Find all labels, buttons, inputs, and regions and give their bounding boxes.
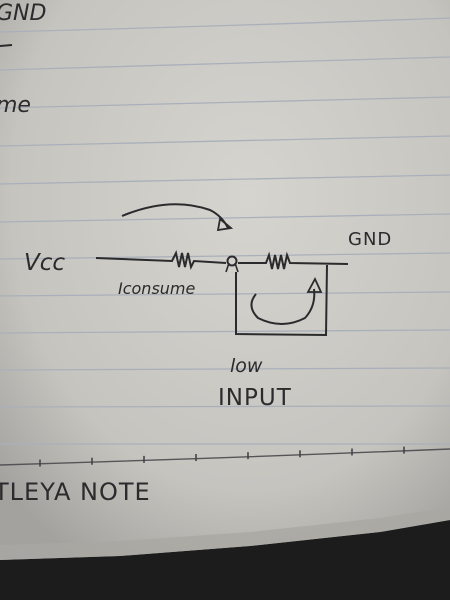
resistor-left [95, 250, 227, 270]
low-label: low [230, 355, 263, 377]
footer-line [0, 448, 450, 466]
input-box [235, 264, 328, 337]
paper-sheet [0, 0, 450, 560]
margin-dash [0, 44, 13, 47]
corner-top-text: GND [0, 1, 46, 26]
resistor-right [238, 251, 349, 270]
page-curl [0, 507, 450, 560]
loop-arrow-head [306, 276, 323, 293]
ruled-lines [0, 17, 450, 445]
node-legs [225, 262, 239, 273]
footer-ticks [39, 446, 405, 467]
loop-arrow-curve [250, 288, 316, 325]
current-label: Iconsume [118, 279, 196, 298]
current-arrow-head [216, 217, 234, 232]
corner-mid-text: me [0, 93, 31, 118]
vcc-label: Vcc [24, 250, 65, 276]
input-label: INPUT [218, 385, 292, 411]
footer-brand: TLEYA NOTE [0, 478, 151, 506]
node-dot [226, 255, 238, 267]
gnd-label: GND [348, 229, 392, 250]
